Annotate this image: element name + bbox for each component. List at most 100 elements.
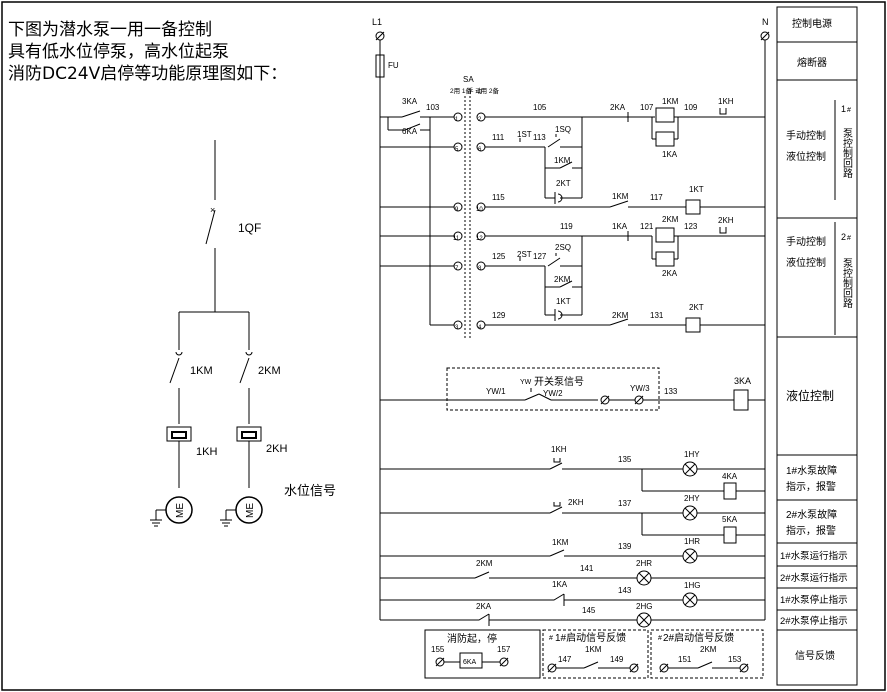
breaker-x-mark: × [210,205,215,215]
main-circuit: × 1QF 1KM 1KH ME [150,140,336,527]
thermal-2kh-contact-label: 2KH [718,216,734,225]
aux-1km-label: 1KM [554,156,571,165]
title-line-1: 下图为潜水泵一用一备控制 [8,20,212,40]
thermal-1kh-label: 1KH [196,446,217,458]
sa-t7: 7 [455,266,459,272]
wire-119: 119 [560,222,573,231]
wire-157: 157 [497,645,511,654]
wire-141: 141 [580,564,594,573]
wire-145: 145 [582,606,596,615]
wire-149: 149 [610,655,624,664]
selector-col-1: 2用 1备 [450,86,473,95]
title-line-3: 消防DC24V启停等功能原理图如下： [8,64,288,84]
legend-level-1: 液位控制 [786,150,826,163]
timer-1kt-coil-label: 1KT [689,185,704,194]
legend-run-2: 2#水泵运行指示 [780,572,848,584]
contactor-2km-label: 2KM [258,365,281,377]
wire-155: 155 [431,645,445,654]
yw1-label: YW/1 [486,387,506,396]
relay-4ka-label: 4KA [722,472,738,481]
wire-147: 147 [558,655,572,664]
fuse-label: FU [388,61,399,70]
lamp-1hy-label: 1HY [684,450,700,459]
coil-1km-label: 1KM [662,97,679,106]
relay-6ka-label: 6KA [402,127,418,136]
sa-t9: 9 [455,207,459,213]
thermal-1kh-contact-label: 1KH [718,97,734,106]
legend-alarm-2: 指示，报警 [786,524,836,537]
legend-text: 控制电源 熔断器 手动控制 液位控制 1 # 泵控制回路 手动控制 液位控制 2… [780,17,853,662]
stop-2st-label: 2ST [517,250,532,259]
wire-111: 111 [492,133,505,142]
coil-3ka-label: 3KA [734,376,751,386]
feedback-2km-label: 2KM [700,645,717,654]
wire-117: 117 [650,193,663,202]
aux-2km-label: 2KM [554,275,571,284]
level-signal-box [446,367,660,411]
relay-3ka-contact-label: 3KA [402,97,418,106]
wire-127: 127 [533,252,547,261]
neutral-label: N [762,17,769,27]
yw-prefix: YW [520,379,532,386]
contact-1ka-nc-label: 1KA [552,580,568,589]
coil-1ka-label: 1KA [662,150,678,159]
legend-pump2-num: 2 [841,232,846,242]
wire-143: 143 [618,586,632,595]
yw3-label: YW/3 [630,384,650,393]
wire-125: 125 [492,252,506,261]
selector-col-3: 1用 2备 [477,86,500,95]
wire-105: 105 [533,103,547,112]
sa-t11: 11 [453,236,460,242]
contactor-1km-label: 1KM [190,365,213,377]
sa-t2: 2 [478,117,482,123]
legend-column [776,6,858,686]
pump1-feedback-box [542,629,649,679]
contact-1ka-label: 1KA [612,222,628,231]
legend-pump1-num: 1 [841,104,846,114]
control-circuit: L1 N FU SA 2用 1备 手 动 1用 2备 3KA 103 [372,17,770,679]
wire-123: 123 [684,222,698,231]
wire-109: 109 [684,103,698,112]
lamp-2hg-label: 2HG [636,602,652,611]
contact-2km-no-label: 2KM [476,559,493,568]
coil-2km-label: 2KM [662,215,679,224]
legend-feedback: 信号反馈 [795,649,835,662]
thermal-1kh-no-label: 1KH [551,445,567,454]
legend-fault-2: 2#水泵故障 [786,508,837,521]
wire-121: 121 [640,222,654,231]
coil-2ka-label: 2KA [662,269,678,278]
legend-stop-1: 1#水泵停止指示 [780,594,848,606]
motor-2-label: ME [245,503,256,518]
feedback-1km-label: 1KM [585,645,602,654]
relay-5ka-label: 5KA [722,515,738,524]
title-line-2: 具有低水位停泵，高水位起泵 [8,42,229,62]
legend-level-control: 液位控制 [786,388,834,403]
legend-pump1-hash: # [847,107,851,114]
contact-1km-no-label: 1KM [552,538,569,547]
start-2sq-label: 2SQ [555,243,571,252]
contact-1km-nc-label: 1KM [612,192,629,201]
legend-control-power: 控制电源 [792,17,832,30]
sa-t1: 1 [455,117,459,123]
contact-2ka-nc-label: 2KA [476,602,492,611]
legend-run-1: 1#水泵运行指示 [780,550,848,562]
pump2-feedback-box [650,629,764,679]
wire-103: 103 [426,103,440,112]
wire-139: 139 [618,542,632,551]
legend-level-2: 液位控制 [786,256,826,269]
lamp-2hy-label: 2HY [684,494,700,503]
wire-113: 113 [533,133,546,142]
timer-2kt-label-a: 2KT [556,179,571,188]
legend-pump1-vertical: 泵控制回路 [841,128,853,179]
relay-6ka-coil-label: 6KA [463,659,477,666]
selector-label: SA [463,75,474,84]
wire-135: 135 [618,455,632,464]
relay-2ka-label: 2KA [610,103,626,112]
sa-t4: 4 [478,325,482,331]
feedback-1-label: 1#启动信号反馈 [555,631,626,644]
level-signal-label: 开关泵信号 [534,375,584,388]
start-1sq-label: 1SQ [555,125,571,134]
stop-1st-label: 1ST [517,130,532,139]
lamp-1hr-label: 1HR [684,537,700,546]
